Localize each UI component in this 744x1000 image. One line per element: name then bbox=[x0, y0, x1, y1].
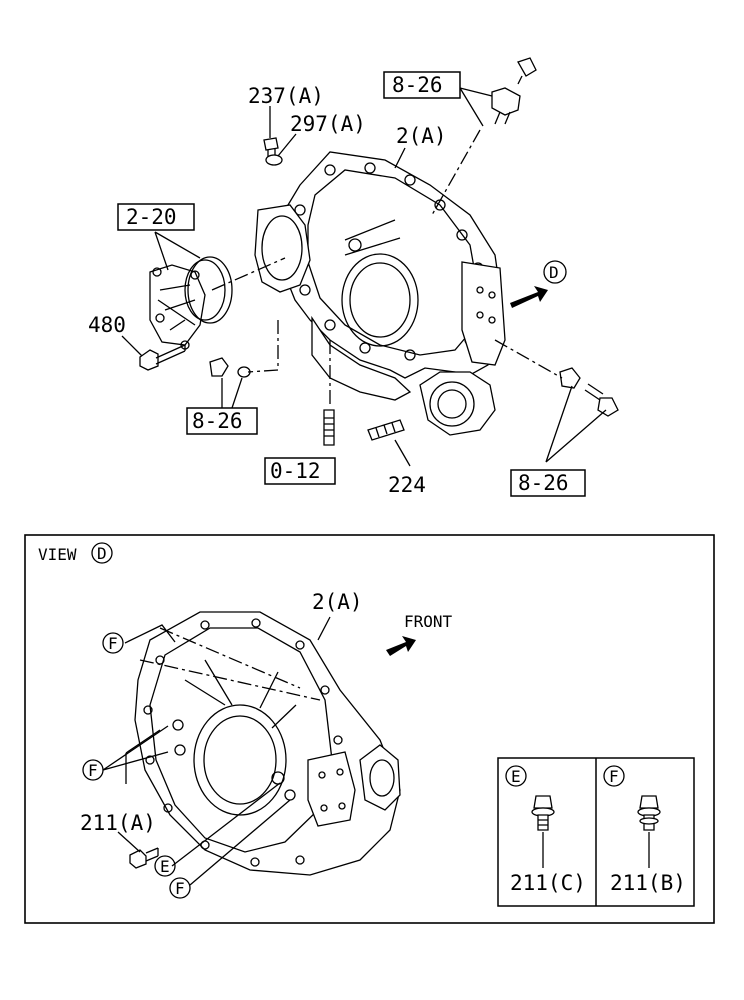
gasket-ring bbox=[187, 256, 233, 324]
view-d-title-marker: D bbox=[97, 544, 107, 563]
marker-f-bottom: F bbox=[175, 879, 185, 898]
callout-8-26-right: 8-26 bbox=[518, 471, 569, 495]
washer-297a bbox=[265, 154, 283, 166]
marker-f-mid-circle bbox=[82, 759, 104, 781]
sensor-8-26-top bbox=[491, 57, 537, 125]
view-d-title: VIEW bbox=[38, 545, 77, 564]
bolt-211c-icon bbox=[531, 795, 555, 831]
legend-e-marker: E bbox=[511, 767, 521, 786]
view-d-arrow-icon bbox=[510, 286, 548, 308]
cover-plate bbox=[149, 259, 226, 350]
stud-224 bbox=[367, 419, 405, 441]
callout-2a: 2(A) bbox=[396, 124, 447, 148]
callout-211a: 211(A) bbox=[80, 811, 156, 835]
bolt-211b-icon bbox=[637, 795, 661, 831]
marker-f-top-circle bbox=[102, 632, 124, 654]
view-d-leader-lines bbox=[102, 616, 331, 886]
front-arrow-icon bbox=[386, 636, 416, 656]
callout-224: 224 bbox=[388, 473, 426, 497]
legend-f-circle bbox=[603, 765, 625, 787]
assembly-center-lines bbox=[211, 129, 563, 408]
callout-box-8-26-top bbox=[383, 71, 461, 99]
leader-lines bbox=[121, 87, 607, 467]
stud-0-12 bbox=[323, 409, 335, 446]
callout-box-8-26-right bbox=[510, 469, 586, 497]
view-d-panel bbox=[24, 534, 715, 924]
callout-box-8-26-left bbox=[186, 407, 258, 435]
callout-0-12: 0-12 bbox=[270, 459, 321, 483]
legend-f-marker: F bbox=[609, 767, 619, 786]
marker-f-top: F bbox=[108, 634, 118, 653]
callout-237a: 237(A) bbox=[248, 84, 324, 108]
legend-e-part: 211(C) bbox=[510, 871, 586, 895]
legend-e-circle bbox=[505, 765, 527, 787]
callout-box-2-20 bbox=[117, 203, 195, 231]
marker-f-bottom-circle bbox=[169, 877, 191, 899]
flywheel-housing-rear-view bbox=[134, 611, 401, 876]
bolt-480 bbox=[139, 344, 186, 371]
callout-480: 480 bbox=[88, 313, 126, 337]
view-d-marker-circle bbox=[543, 260, 567, 284]
view-d-title-circle bbox=[91, 542, 113, 564]
callout-2-20: 2-20 bbox=[126, 205, 177, 229]
view-d-marker: D bbox=[549, 263, 559, 282]
callout-box-0-12 bbox=[264, 457, 336, 485]
marker-e-circle bbox=[154, 855, 176, 877]
bolt-211a bbox=[129, 847, 159, 869]
view-d-center-lines bbox=[139, 627, 321, 701]
flywheel-housing-exploded bbox=[254, 151, 506, 436]
view-d-callout-2a: 2(A) bbox=[312, 590, 363, 614]
bolt-washer-8-26-right bbox=[559, 367, 619, 417]
legend-f-part: 211(B) bbox=[610, 871, 686, 895]
callout-297a: 297(A) bbox=[290, 112, 366, 136]
marker-f-mid: F bbox=[88, 761, 98, 780]
callout-8-26-top: 8-26 bbox=[392, 73, 443, 97]
front-label: FRONT bbox=[404, 612, 453, 631]
bolt-legend: E 211(C) F 211(B) bbox=[497, 757, 695, 907]
callout-8-26-left: 8-26 bbox=[192, 409, 243, 433]
bolt-washer-8-26-left bbox=[209, 357, 251, 378]
marker-e: E bbox=[160, 857, 170, 876]
